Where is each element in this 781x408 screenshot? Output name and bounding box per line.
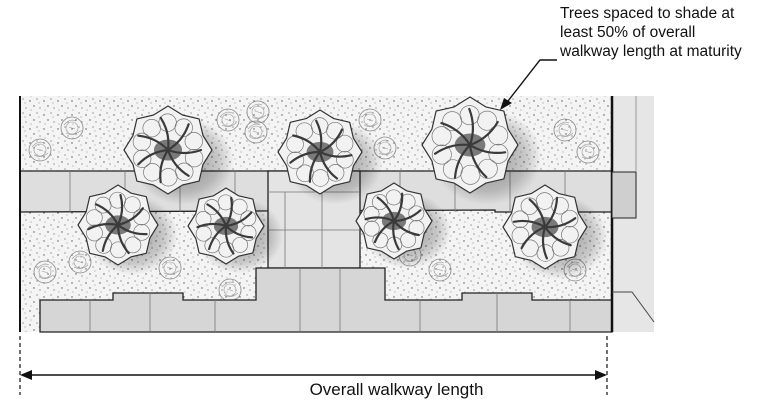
dimension-arrow-right	[595, 370, 607, 380]
tree-spacing-annotation: Trees spaced to shade at least 50% of ov…	[560, 4, 780, 61]
tree-canopy-3	[421, 96, 542, 205]
tree-canopy-1	[123, 105, 234, 205]
tree-canopy-6	[355, 182, 451, 269]
tree-canopy-7	[502, 184, 608, 280]
tree-canopy-5	[187, 187, 283, 274]
dimension-arrow-left	[20, 370, 32, 380]
leader-arrowhead	[500, 98, 512, 110]
tree-canopy-layer	[77, 96, 608, 280]
tree-canopy-4	[77, 184, 178, 275]
annotation-line-2: least 50% of overall	[560, 24, 696, 41]
building-edge	[610, 96, 655, 332]
annotation-line-1: Trees spaced to shade at	[560, 5, 735, 22]
annotation-line-3: walkway length at maturity	[560, 43, 742, 60]
tree-canopy-2	[277, 109, 384, 205]
annotation-leader	[500, 59, 557, 110]
dimension-label: Overall walkway length	[309, 380, 484, 399]
dimension-line	[19, 336, 608, 395]
